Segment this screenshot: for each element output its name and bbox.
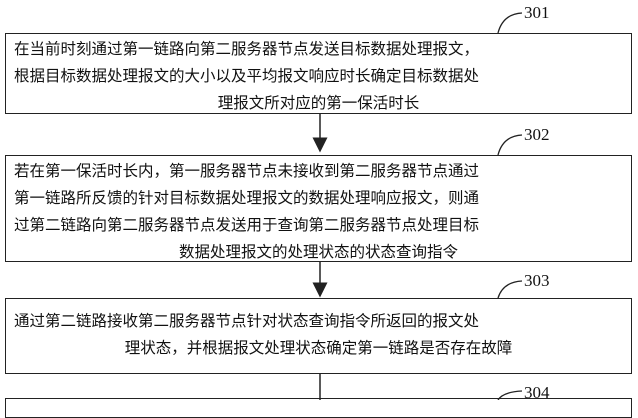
step-box-304 [5,398,632,418]
step-303-line-2: 理状态，并根据报文处理状态确定第一链路是否存在故障 [124,339,513,357]
step-301-line-1: 在当前时刻通过第一链路向第二服务器节点发送目标数据处理报文， [14,40,480,58]
step-label-302: 302 [524,125,550,144]
step-301-line-2: 根据目标数据处理报文的大小以及平均报文响应时长确定目标数据处 [14,67,480,85]
leader-line-302 [497,134,523,156]
step-302-line-3: 过第二链路向第二服务器节点发送用于查询第二服务器节点处理目标 [14,216,480,234]
step-302-line-4: 数据处理报文的处理状态的状态查询指令 [178,243,458,261]
leader-line-301 [497,12,523,34]
step-302-line-2: 第一链路所反馈的针对目标数据处理报文的数据处理响应报文，则通 [14,189,480,207]
step-label-301: 301 [524,3,550,22]
step-box-302: 若在第一保活时长内，第一服务器节点未接收到第二服务器节点通过 第一链路所反馈的针… [5,155,632,262]
step-303-line-1: 通过第二链路接收第二服务器节点针对状态查询指令所返回的报文处 [14,312,480,330]
step-box-301: 在当前时刻通过第一链路向第二服务器节点发送目标数据处理报文， 根据目标数据处理报… [5,33,632,114]
step-label-303: 303 [524,271,550,290]
step-box-303: 通过第二链路接收第二服务器节点针对状态查询指令所返回的报文处 理状态，并根据报文… [5,298,632,374]
leader-line-303 [497,280,523,299]
step-label-304: 304 [524,383,550,402]
step-302-line-1: 若在第一保活时长内，第一服务器节点未接收到第二服务器节点通过 [14,162,480,180]
step-301-line-3: 理报文所对应的第一保活时长 [217,94,420,112]
